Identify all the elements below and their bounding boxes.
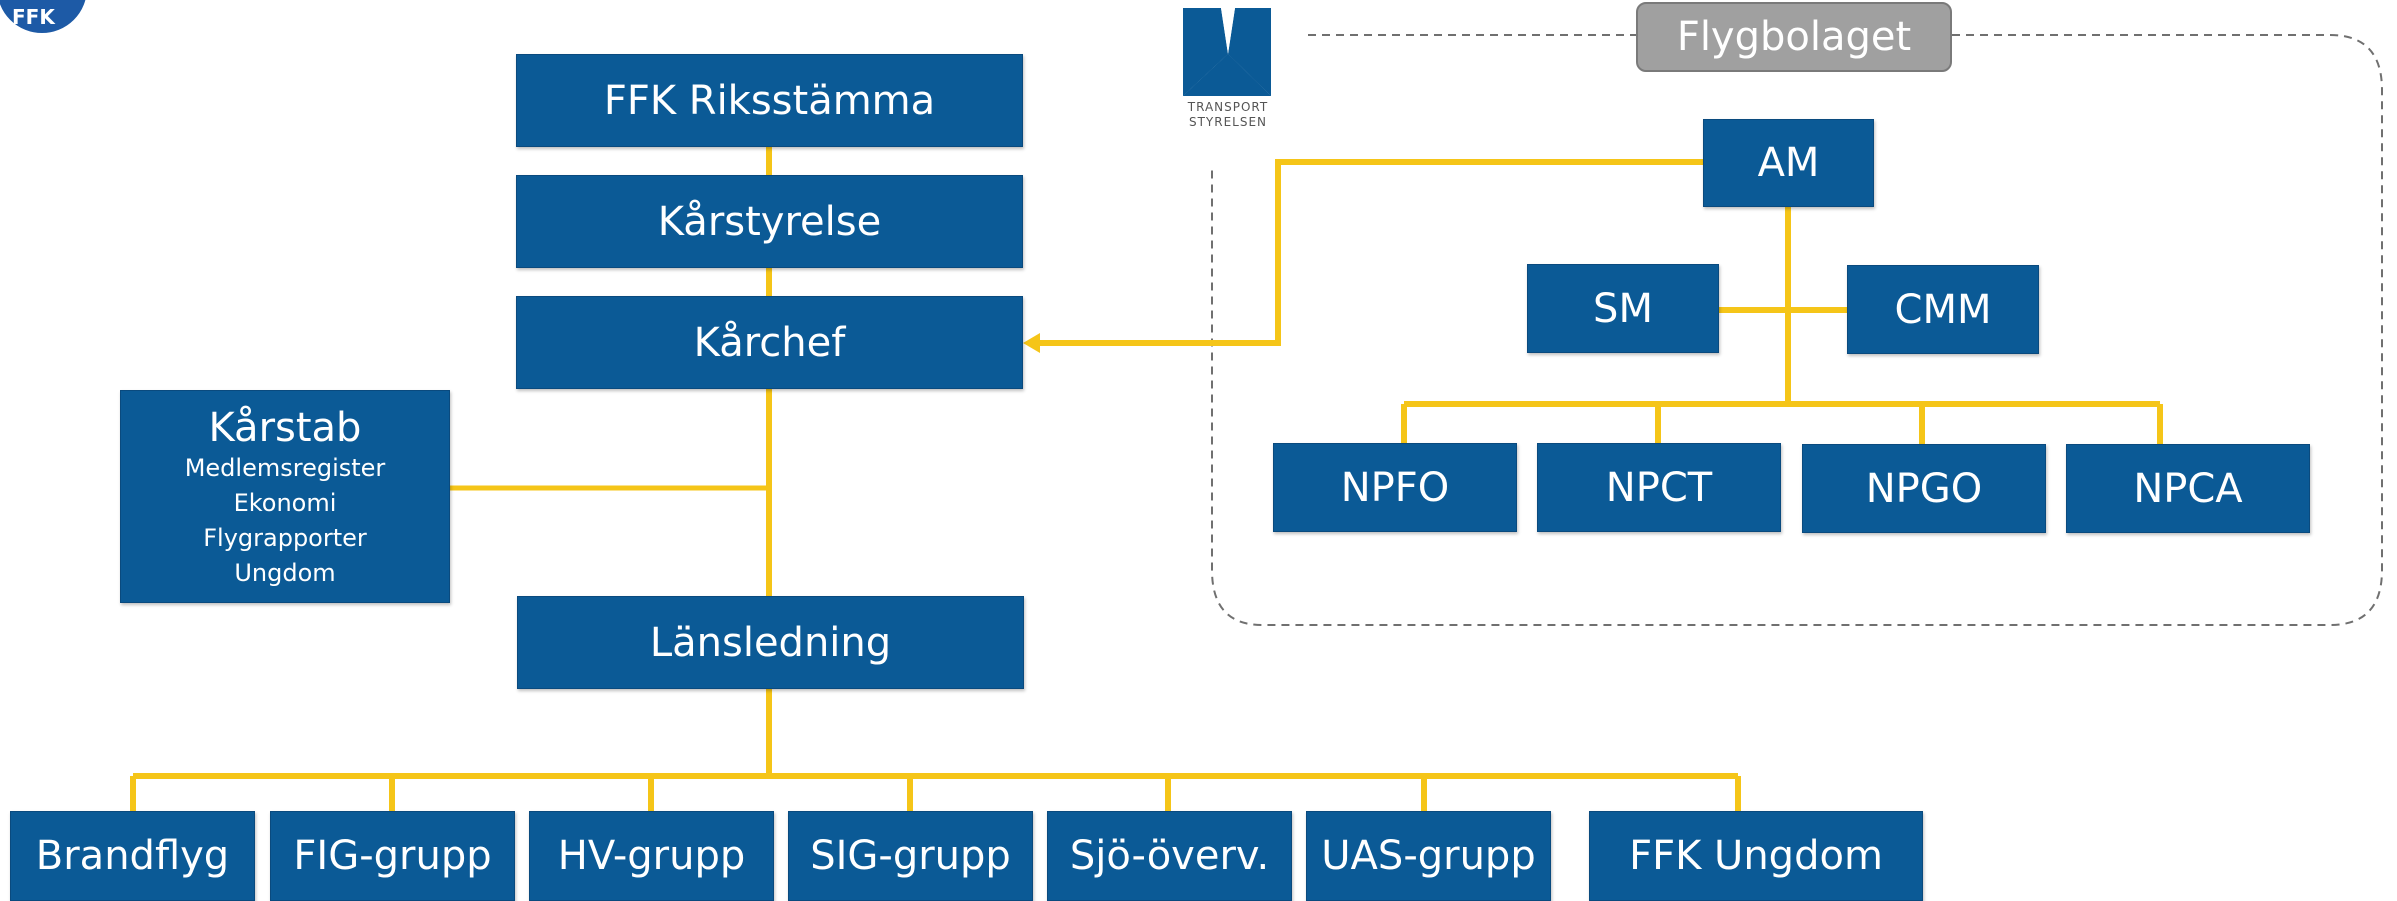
karstab-item: Ungdom [234, 559, 336, 587]
box-karchef: Kårchef [516, 296, 1023, 389]
box-npgo: NPGO [1802, 444, 2046, 533]
arrowhead-karchef [1023, 333, 1040, 353]
box-group-uas: UAS-grupp [1306, 811, 1551, 901]
box-group-hv: HV-grupp [529, 811, 774, 901]
box-group-fig: FIG-grupp [270, 811, 515, 901]
box-sm: SM [1527, 264, 1719, 353]
box-group-ungdom: FFK Ungdom [1589, 811, 1923, 901]
karstab-item: Ekonomi [233, 489, 337, 517]
box-am: AM [1703, 119, 1874, 207]
flygbolaget-boundary [1211, 34, 2383, 626]
box-cmm: CMM [1847, 265, 2039, 354]
box-lansledning: Länsledning [517, 596, 1024, 689]
box-karstab: Kårstab Medlemsregister Ekonomi Flygrapp… [120, 390, 450, 603]
flygbolaget-label: Flygbolaget [1636, 2, 1952, 72]
box-npct: NPCT [1537, 443, 1781, 532]
ffk-logo-text: FFK [12, 5, 56, 29]
transportstyrelsen-line1: TRANSPORT [1187, 100, 1269, 114]
box-karstyrelse: Kårstyrelse [516, 175, 1023, 268]
box-npca: NPCA [2066, 444, 2310, 533]
box-group-sjo: Sjö-överv. [1047, 811, 1292, 901]
box-group-sig: SIG-grupp [788, 811, 1033, 901]
box-group-brandflyg: Brandflyg [10, 811, 255, 901]
transportstyrelsen-logo [1183, 8, 1271, 96]
karstab-title: Kårstab [208, 405, 362, 451]
karstab-item: Medlemsregister [184, 454, 386, 482]
ffk-logo: FFK [0, 0, 88, 35]
transportstyrelsen-text: TRANSPORT STYRELSEN [1178, 100, 1278, 130]
connector-am-karchef [1035, 159, 1703, 346]
box-riksstamma: FFK Riksstämma [516, 54, 1023, 147]
transportstyrelsen-line2: STYRELSEN [1188, 115, 1268, 129]
karstab-item: Flygrapporter [203, 524, 367, 552]
box-npfo: NPFO [1273, 443, 1517, 532]
